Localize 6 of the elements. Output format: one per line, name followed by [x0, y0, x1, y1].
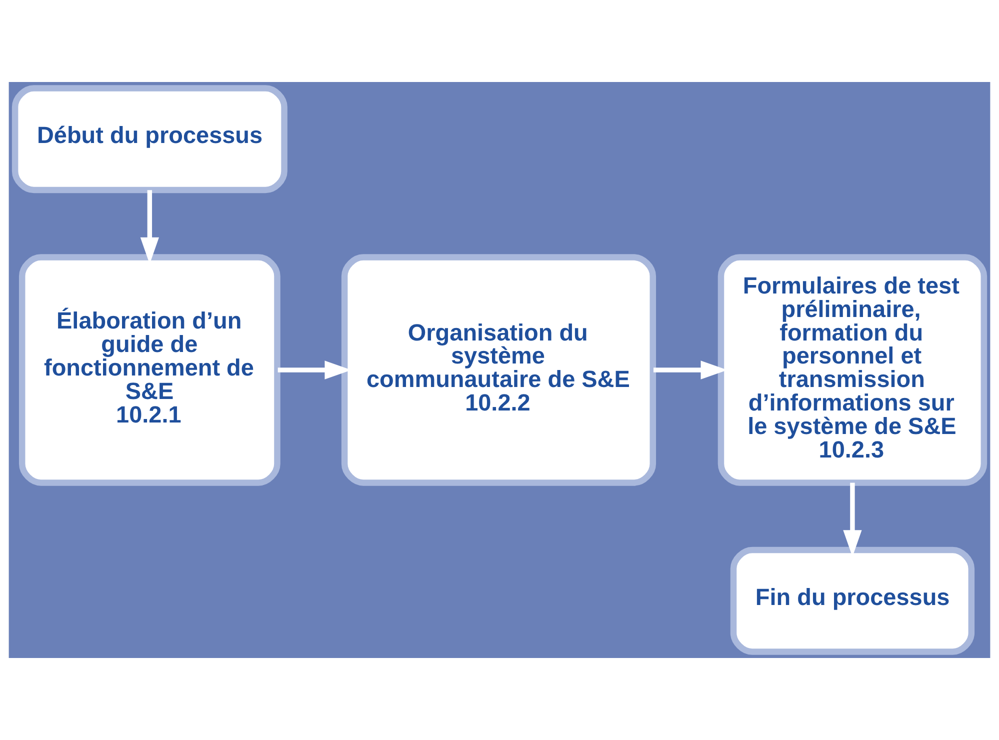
node-box: Formulaires de test préliminaire, formation du personnel et transmission d’informations sur le système de S&E 10.2.3 [718, 254, 988, 486]
node-box: Élaboration d’un guide de fonctionnement de S&E 10.2.1 [18, 254, 280, 486]
node-box: Début du processus [12, 85, 288, 194]
node-box: Organisation du système communautaire de S&E 10.2.2 [341, 254, 656, 486]
node-box: Fin du processus [730, 546, 975, 655]
arrow [653, 360, 728, 380]
